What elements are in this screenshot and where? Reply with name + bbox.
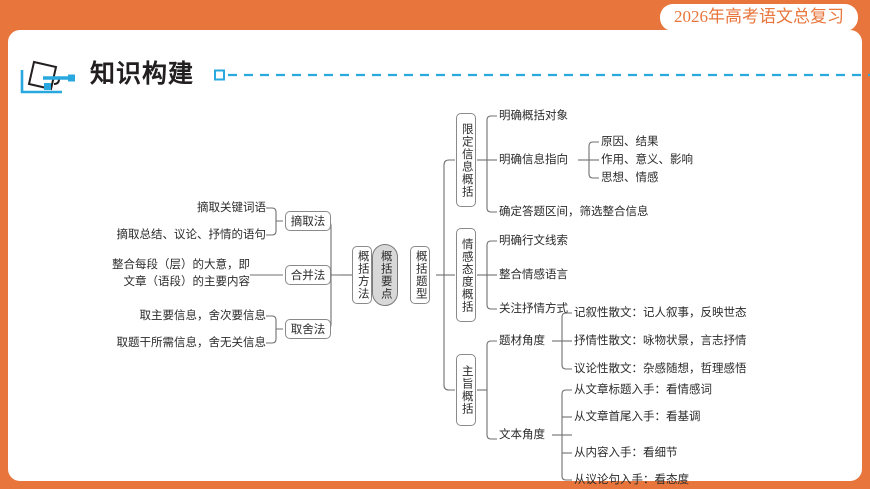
- branch-node-methods[interactable]: 概括方法: [352, 246, 372, 304]
- sub-text-3: 从内容入手：看细节: [574, 447, 678, 459]
- sub-direction-2: 作用、意义、影响: [601, 154, 693, 166]
- leaf-select-1: 取主要信息，舍次要信息: [139, 310, 267, 322]
- sub-text-1: 从文章标题入手：看情感词: [574, 384, 712, 396]
- leaf-merge-1: 整合每段（层）的大意，即: [112, 259, 250, 271]
- course-banner-label: 2026年高考语文总复习: [660, 4, 858, 31]
- leaf-select-2: 取题干所需信息，舍无关信息: [116, 337, 267, 349]
- page-title: 知识构建: [90, 59, 195, 88]
- sub-text-4: 从议论句入手：看态度: [574, 474, 689, 486]
- sub-direction-1: 原因、结果: [601, 136, 659, 148]
- method-node-extract[interactable]: 摘取法: [285, 211, 331, 231]
- item-limited-3: 确定答题区间，筛选整合信息: [499, 206, 649, 218]
- sub-text-2: 从文章首尾入手：看基调: [574, 411, 701, 423]
- item-emotion-2: 整合情感语言: [499, 269, 568, 281]
- slide-page: [8, 30, 862, 481]
- leaf-extract-1: 摘取关键词语: [197, 202, 266, 214]
- sub-genre-2: 抒情性散文：咏物状景，言志抒情: [574, 335, 747, 347]
- dashed-line-icon: [214, 69, 870, 81]
- section-header: 知识构建: [18, 52, 870, 102]
- type-node-emotion-attitude[interactable]: 情感态度概括: [456, 228, 476, 322]
- sub-direction-3: 思想、情感: [601, 172, 659, 184]
- leaf-extract-2: 摘取总结、议论、抒情的语句: [116, 229, 267, 241]
- item-mainidea-1: 题材角度: [499, 335, 545, 347]
- branch-node-question-types[interactable]: 概括题型: [410, 246, 430, 304]
- leaf-merge-2: 文章（语段）的主要内容: [123, 276, 251, 288]
- item-emotion-3: 关注抒情方式: [499, 303, 568, 315]
- method-node-select[interactable]: 取舍法: [285, 319, 331, 339]
- item-mainidea-2: 文本角度: [499, 429, 545, 441]
- sub-genre-1: 记叙性散文：记人叙事，反映世态: [574, 307, 747, 319]
- item-limited-1: 明确概括对象: [499, 110, 568, 122]
- method-node-merge[interactable]: 合并法: [285, 265, 331, 285]
- tilted-card-arrow-icon: [20, 60, 75, 94]
- item-emotion-1: 明确行文线索: [499, 235, 568, 247]
- type-node-main-idea[interactable]: 主旨概括: [456, 354, 476, 426]
- type-node-limited-info[interactable]: 限定信息概括: [456, 113, 476, 207]
- root-node-summary-points[interactable]: 概括要点: [372, 244, 398, 306]
- item-limited-2: 明确信息指向: [499, 154, 568, 166]
- sub-genre-3: 议论性散文：杂感随想，哲理感悟: [574, 363, 747, 375]
